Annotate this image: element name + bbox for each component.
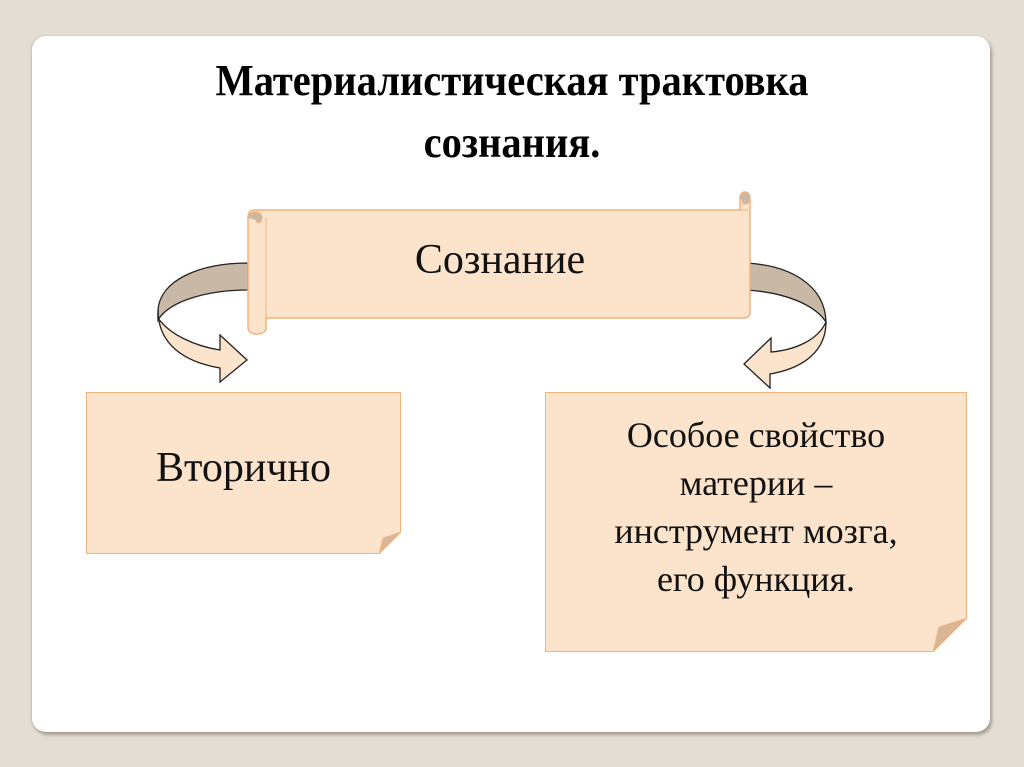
- title-line-2: сознания.: [423, 118, 601, 167]
- right-node-text: Особое свойство материи – инструмент моз…: [591, 411, 921, 603]
- page-fold-icon: [379, 532, 401, 554]
- right-node-line-3: инструмент мозга,: [614, 511, 898, 551]
- scroll-banner-shape: [247, 191, 751, 335]
- right-node-box: Особое свойство материи – инструмент моз…: [545, 392, 967, 652]
- slide-title: Материалистическая трактовка сознания.: [41, 50, 983, 174]
- title-line-1: Материалистическая трактовка: [215, 56, 809, 105]
- page-fold-icon: [933, 618, 967, 652]
- left-node-label: Вторично: [156, 445, 331, 491]
- curved-arrow-left-icon: [157, 262, 249, 384]
- curved-arrow-right-icon: [743, 262, 827, 390]
- right-node-line-1: Особое свойство: [626, 415, 886, 455]
- left-node-box: Вторично: [86, 392, 401, 554]
- right-node-line-4: его функция.: [656, 559, 856, 599]
- central-node-label: Сознание: [414, 237, 586, 283]
- right-node-line-2: материи –: [679, 463, 833, 503]
